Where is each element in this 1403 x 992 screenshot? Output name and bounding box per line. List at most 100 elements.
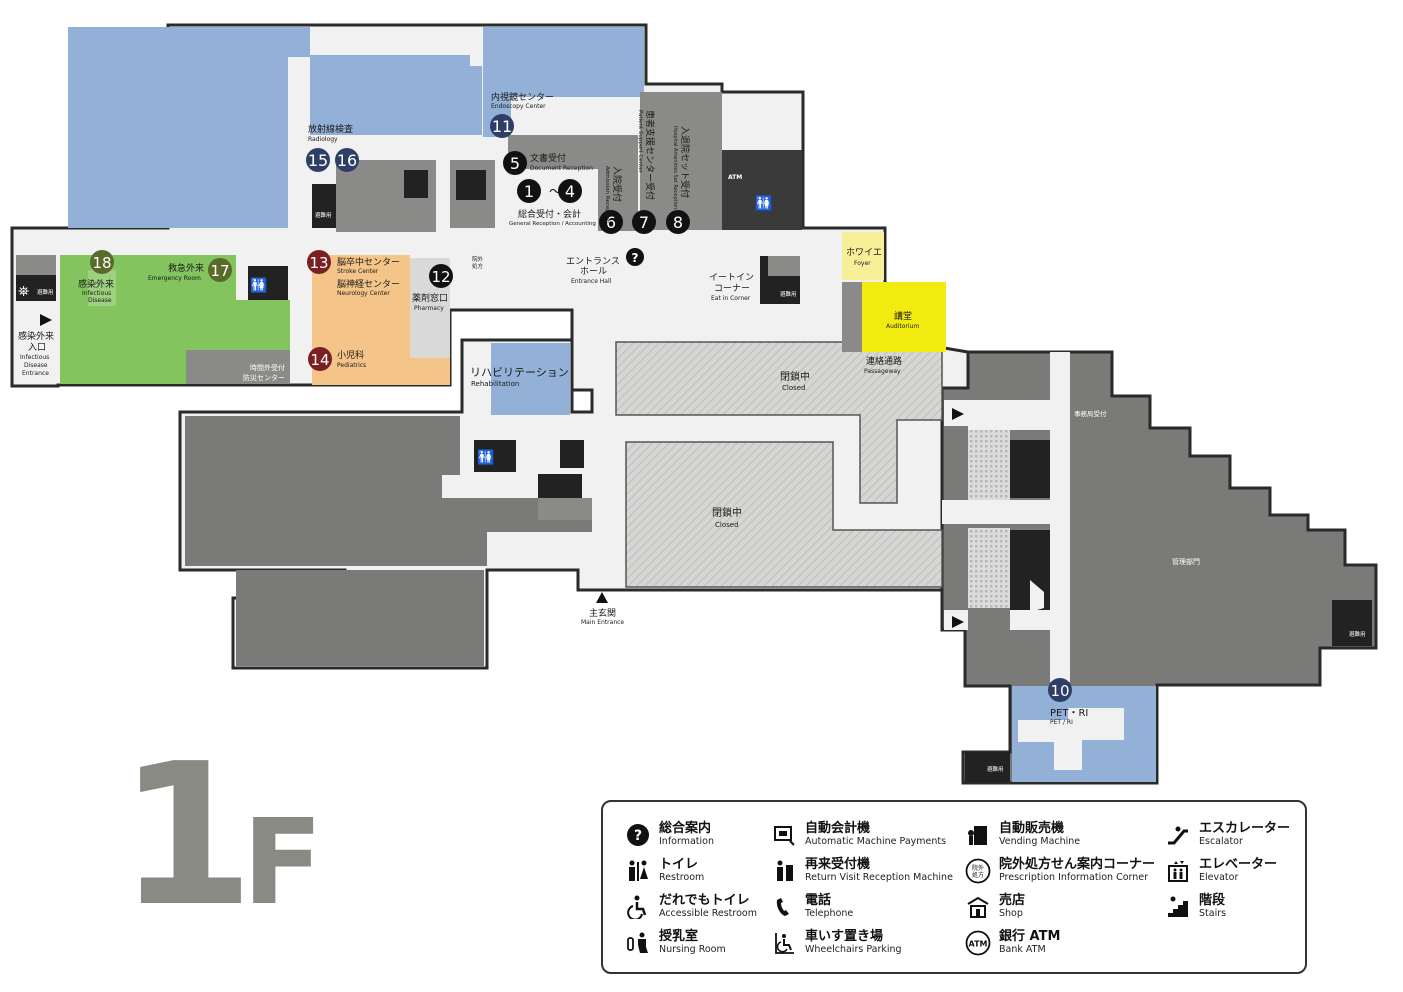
info-icon[interactable] xyxy=(626,248,644,266)
passageway-label-jp: 連絡通路 xyxy=(866,355,902,367)
rehab-label-jp: リハビリテーション xyxy=(470,366,569,379)
badge-10[interactable]: 10 xyxy=(1048,678,1072,702)
badge-number: 8 xyxy=(673,213,683,232)
return-visit-icon xyxy=(771,858,797,884)
badge-5[interactable]: 5 xyxy=(503,151,527,175)
badge-14[interactable]: 14 xyxy=(308,347,332,371)
facility-block xyxy=(722,150,802,230)
legend-en: Accessible Restroom xyxy=(659,907,757,919)
wheelchair-parking-icon xyxy=(771,930,797,956)
escalator-icon xyxy=(1165,822,1191,848)
legend-en: Prescription Information Corner xyxy=(999,871,1149,883)
evac-label: 避難用 xyxy=(987,765,1004,773)
restroom-block xyxy=(474,440,516,472)
legend-en: Return Visit Reception Machine xyxy=(805,871,953,883)
badge-13[interactable]: 13 xyxy=(307,250,331,274)
vending-machine-icon xyxy=(965,822,991,848)
restroom-icon: 🚻 xyxy=(250,277,267,294)
badge-16[interactable]: 16 xyxy=(335,148,359,172)
corridor xyxy=(1010,610,1050,630)
emergency-label-jp: 救急外来 xyxy=(168,262,204,274)
legend-en: Shop xyxy=(999,907,1023,919)
badge-number: 4 xyxy=(565,182,575,201)
gray-block xyxy=(842,282,862,352)
stairs-icon: ⛯ xyxy=(18,284,29,300)
badge-15[interactable]: 15 xyxy=(306,148,330,172)
nursing-room-icon xyxy=(625,930,651,956)
badge-18[interactable]: 18 xyxy=(90,250,114,274)
badge-number: 7 xyxy=(639,213,649,232)
gray-block xyxy=(768,256,800,276)
badge-8[interactable]: 8 xyxy=(666,210,690,234)
closed2-label-en: Closed xyxy=(715,521,739,529)
elevator-block xyxy=(404,170,428,198)
stairs-block xyxy=(538,474,582,498)
rehab-label-en: Rehabilitation xyxy=(471,380,519,388)
pediatrics-label-jp: 小児科 xyxy=(337,349,364,361)
entrance-arrow-south xyxy=(596,592,608,603)
legend-en: Stairs xyxy=(1199,907,1227,919)
badge-6[interactable]: 6 xyxy=(599,210,623,234)
badge-12[interactable]: 12 xyxy=(429,264,453,288)
entrance-arrow-west xyxy=(40,314,52,326)
infectious-label-en1: Infectious xyxy=(82,290,111,297)
telephone-icon xyxy=(771,894,797,920)
evac-label: 避難用 xyxy=(37,288,54,296)
badge-number: 17 xyxy=(210,262,229,280)
entrance-arrow-east1 xyxy=(952,408,964,420)
badges-layer: 11 15 16 5 1 4 6 7 8 18 17 13 12 14 10 〜… xyxy=(90,114,1072,702)
auditorium-label-jp: 講堂 xyxy=(894,310,912,322)
legend-jp: 総合案内 xyxy=(659,821,712,836)
badge-7[interactable]: 7 xyxy=(632,210,656,234)
foyer-label-jp: ホワイエ xyxy=(846,247,882,258)
gray-block xyxy=(538,498,592,520)
pet-label-en: PET / RI xyxy=(1050,719,1073,726)
endoscopy-area-blue xyxy=(288,27,310,57)
evac-stairs-block xyxy=(1332,600,1372,646)
stairs-block xyxy=(312,184,336,228)
entrance-hall-label-2: ホール xyxy=(580,266,607,277)
stairs-icon xyxy=(1165,894,1191,920)
legend-en: Bank ATM xyxy=(999,943,1046,955)
pharmacy-label-jp: 薬剤窓口 xyxy=(412,292,448,304)
badge-11[interactable]: 11 xyxy=(490,114,514,138)
room-labels: 内視鏡センター Endoscopy Center 放射線検査 Radiology… xyxy=(18,91,1366,773)
stroke-label-en: Stroke Center xyxy=(337,268,379,275)
closed2-label-jp: 閉鎖中 xyxy=(712,506,742,519)
rehab-blue xyxy=(491,343,570,415)
evac-label: 避難用 xyxy=(1349,630,1366,638)
accessible-restroom-icon xyxy=(625,894,651,920)
floor-label: 1F xyxy=(118,738,323,934)
entrance-hall-label-en: Entrance Hall xyxy=(571,278,612,285)
legend-en: Automatic Machine Payments xyxy=(805,835,947,847)
escalator-zone xyxy=(968,528,1010,608)
west-blue xyxy=(68,27,170,228)
prescription-icon: 院外処方 xyxy=(965,858,991,884)
corridor-curve xyxy=(1030,580,1044,612)
prescription-icon-text-2: 処方 xyxy=(972,871,984,879)
badge-4[interactable]: 4 xyxy=(558,179,582,203)
amenities-label-en: Hospital Amenities Set Reception xyxy=(672,126,678,209)
badge-1[interactable]: 1 xyxy=(517,179,541,203)
main-entrance-label-en: Main Entrance xyxy=(581,619,624,626)
evac-label: 避難用 xyxy=(780,290,797,298)
badge-17[interactable]: 17 xyxy=(208,258,232,282)
eatin-label-2: コーナー xyxy=(714,283,750,294)
badge-number: 13 xyxy=(309,254,328,272)
legend-jp: 自動販売機 xyxy=(999,821,1065,836)
legend-jp: 銀行 ATM xyxy=(999,929,1061,944)
inf-entrance-label-en1: Infectious xyxy=(20,354,49,361)
office-reception-label: 事務局受付 xyxy=(1074,409,1107,418)
pediatrics-label-en: Pediatrics xyxy=(337,362,366,369)
legend-jp: エレベーター xyxy=(1199,857,1278,872)
legend-en: Telephone xyxy=(805,907,854,919)
legend-en: Elevator xyxy=(1199,871,1239,883)
inf-entrance-label-en2: Disease xyxy=(24,362,48,369)
